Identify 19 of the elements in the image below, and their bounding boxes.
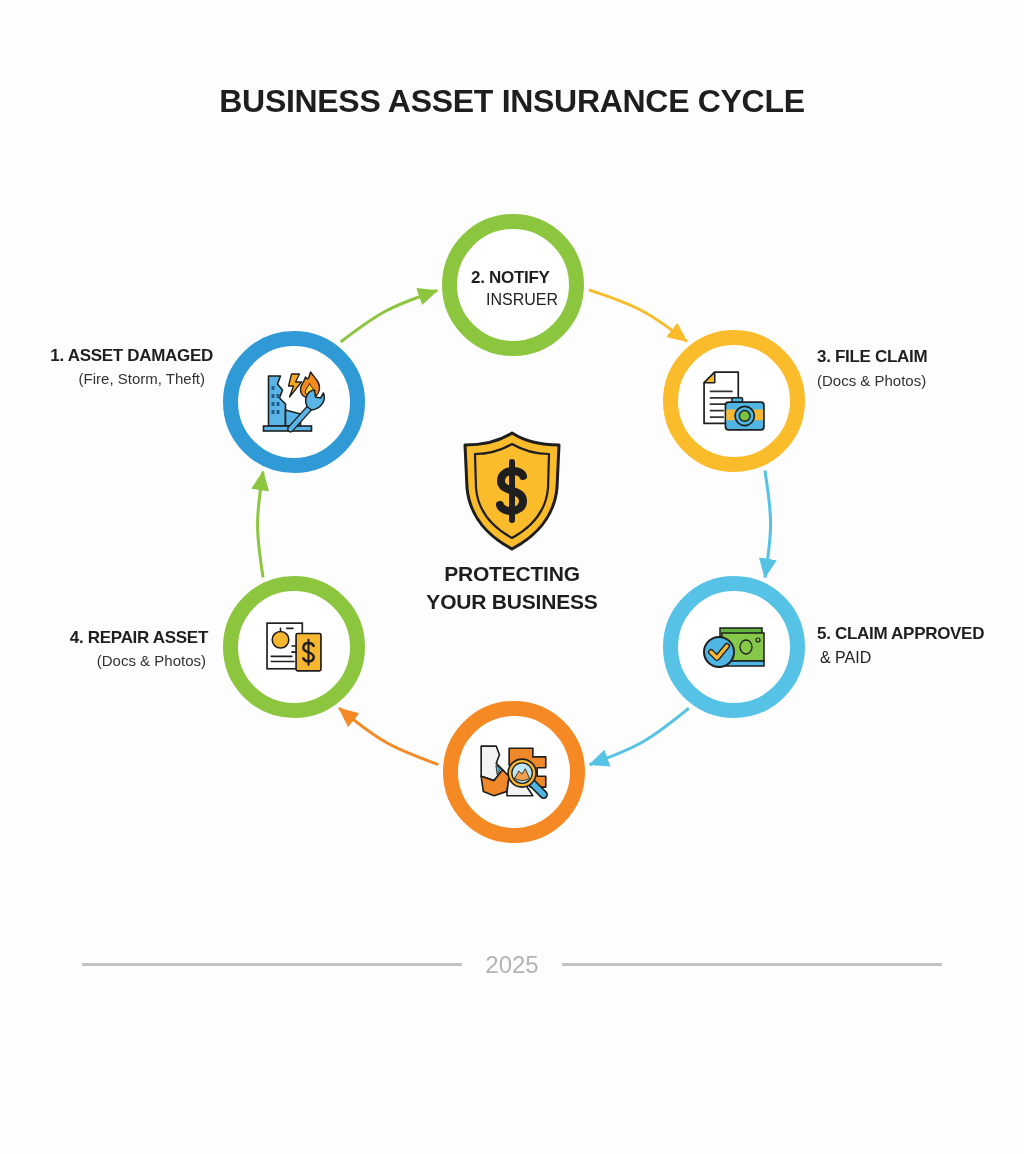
cycle-arrow — [251, 470, 270, 578]
cycle-arrow — [339, 288, 439, 344]
diagram-title: BUSINESS ASSET INSURANCE CYCLE — [219, 82, 805, 121]
step-description: (Docs & Photos) — [96, 651, 206, 671]
step-subtitle: & PAID — [820, 648, 872, 668]
center-caption: PROTECTING YOUR BUSINESS — [425, 561, 599, 615]
step-title: 1. ASSET DAMAGED — [50, 345, 213, 367]
cycle-arrow — [588, 707, 690, 767]
step-description: (Fire, Storm, Theft) — [78, 369, 205, 389]
step-title: 5. CLAIM APPROVED — [817, 623, 985, 645]
step-title: 4. REPAIR ASSET — [69, 627, 208, 649]
step-title: 2. NOTIFY — [471, 267, 550, 289]
step-title: 3. FILE CLAIM — [817, 346, 928, 368]
year-label: 2025 — [485, 951, 539, 979]
cycle-arrow — [588, 288, 688, 343]
cycle-arrow — [338, 707, 439, 766]
step-subtitle: INSRUER — [486, 290, 558, 310]
step-description: (Docs & Photos) — [817, 371, 927, 391]
cycle-arrow — [759, 470, 777, 579]
